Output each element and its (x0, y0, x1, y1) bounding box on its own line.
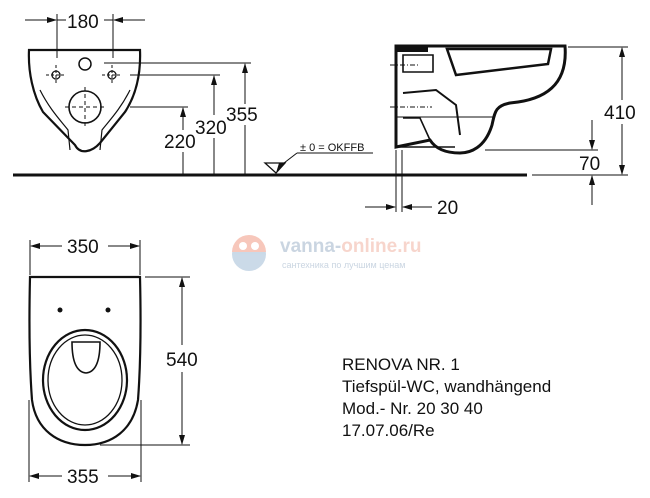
title-block: RENOVA NR. 1 Tiefspül-WC, wandhängend Mo… (342, 354, 551, 442)
watermark-logo-icon (232, 235, 266, 271)
dim-320: 320 (195, 118, 227, 139)
dim-20: 20 (437, 198, 458, 219)
dim-350: 350 (67, 237, 99, 258)
front-view: 180 355 320 220 ± 0 = OKFFB (25, 12, 373, 174)
side-view: 410 70 20 (365, 44, 636, 219)
dim-540: 540 (166, 350, 198, 371)
watermark-site-name: vanna-online.ru (280, 236, 422, 257)
dim-220: 220 (164, 132, 196, 153)
product-name: RENOVA NR. 1 (342, 355, 460, 374)
model-number: Mod.- Nr. 20 30 40 (342, 399, 483, 418)
dim-355: 355 (226, 105, 258, 126)
floor-reference-label: ± 0 = OKFFB (300, 142, 364, 154)
dim-70: 70 (579, 154, 600, 175)
watermark: vanna-online.ru сантехника по лучшим цен… (230, 232, 430, 280)
watermark-tagline: сантехника по лучшим ценам (282, 260, 406, 270)
drawing-date: 17.07.06/Re (342, 421, 435, 440)
plan-view: 350 540 355 (28, 237, 198, 488)
dim-410: 410 (604, 103, 636, 124)
dim-180: 180 (67, 12, 99, 33)
product-description: Tiefspül-WC, wandhängend (342, 377, 552, 396)
dim-355-bottom: 355 (67, 467, 99, 488)
